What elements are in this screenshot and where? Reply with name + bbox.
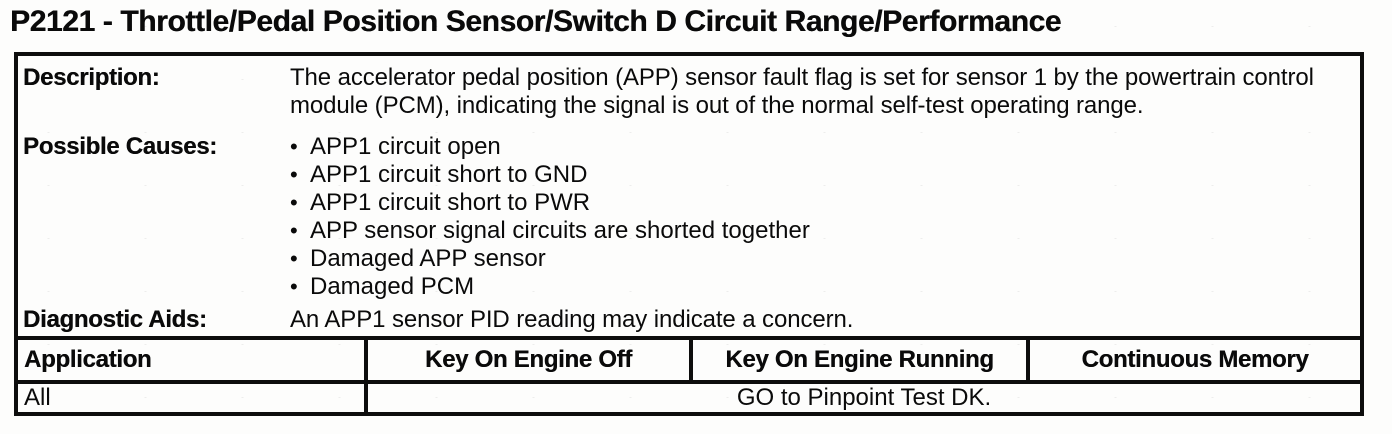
bullet-icon: • [290, 134, 298, 159]
possible-causes-label: Possible Causes: [23, 133, 217, 160]
bullet-icon: • [290, 190, 298, 215]
cause-text: APP1 circuit short to GND [310, 161, 588, 188]
header-continuous-memory: Continuous Memory [1081, 346, 1309, 374]
list-item: • APP sensor signal circuits are shorted… [290, 217, 1360, 245]
list-item: • APP1 circuit short to GND [290, 161, 1360, 189]
cause-text: APP1 circuit short to PWR [310, 189, 591, 216]
diagnostic-aids-row: Diagnostic Aids: An APP1 sensor PID read… [18, 306, 1360, 334]
bullet-icon: • [290, 274, 298, 299]
header-key-on-engine-running: Key On Engine Running [693, 340, 1030, 380]
description-text: The accelerator pedal position (APP) sen… [290, 64, 1314, 119]
cause-text: Damaged PCM [310, 273, 475, 300]
bullet-icon: • [290, 218, 298, 243]
diagnostic-aids-label: Diagnostic Aids: [23, 306, 207, 333]
header-application: Application [18, 340, 368, 380]
action-value: GO to Pinpoint Test DK. [736, 384, 992, 411]
list-item: • Damaged PCM [290, 273, 1360, 301]
list-item: • APP1 circuit short to PWR [290, 189, 1360, 217]
cause-text: APP sensor signal circuits are shorted t… [310, 217, 810, 244]
application-value: All [18, 384, 368, 412]
list-item: • APP1 circuit open [290, 133, 1360, 161]
page-title: P2121 - Throttle/Pedal Position Sensor/S… [10, 5, 1062, 38]
application-table-header: Application Key On Engine Off Key On Eng… [18, 336, 1360, 380]
possible-causes-row: Possible Causes: • APP1 circuit open • A… [18, 133, 1360, 301]
table-row: All GO to Pinpoint Test DK. [18, 380, 1360, 412]
possible-causes-list: • APP1 circuit open • APP1 circuit short… [290, 133, 1360, 301]
list-item: • Damaged APP sensor [290, 245, 1360, 273]
bullet-icon: • [290, 246, 298, 271]
diagnostic-aids-text: An APP1 sensor PID reading may indicate … [290, 306, 854, 333]
header-key-on-engine-off: Key On Engine Off [368, 340, 693, 380]
description-label: Description: [23, 64, 160, 91]
dtc-info-table: Description: The accelerator pedal posit… [14, 52, 1364, 416]
description-row: Description: The accelerator pedal posit… [18, 64, 1360, 120]
info-section: Description: The accelerator pedal posit… [18, 56, 1360, 336]
bullet-icon: • [290, 162, 298, 187]
cause-text: APP1 circuit open [310, 133, 501, 160]
cause-text: Damaged APP sensor [310, 245, 546, 272]
